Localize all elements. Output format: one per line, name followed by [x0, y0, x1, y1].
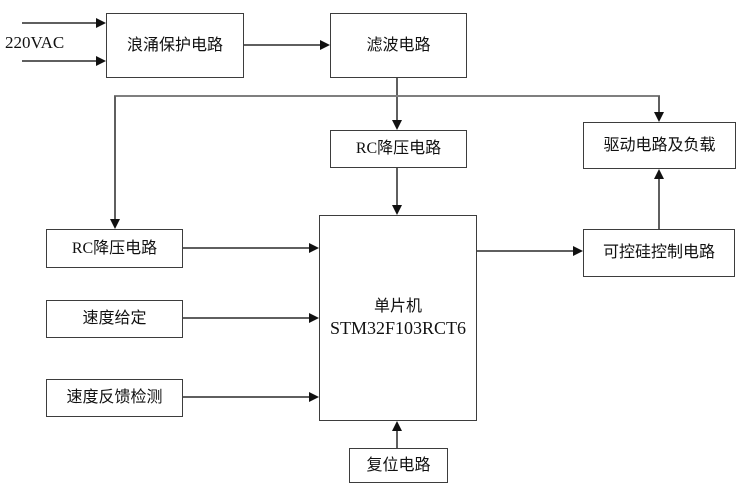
node-label: 速度给定: [82, 310, 147, 327]
arrowhead-right: [320, 40, 330, 50]
arrowhead-right: [573, 246, 583, 256]
connector-scr-to-drive: [658, 178, 660, 229]
arrowhead-up: [392, 421, 402, 431]
arrowhead-right: [96, 56, 106, 66]
node-label: RC降压电路: [71, 239, 158, 257]
connector-rc-top-to-mcu: [396, 168, 398, 205]
node-reset-circuit: 复位电路: [349, 448, 448, 483]
connector-speed-feedback-to-mcu: [183, 396, 309, 398]
node-label: 可控硅控制电路: [602, 244, 715, 261]
node-surge-protection: 浪涌保护电路: [106, 13, 244, 78]
node-label: 滤波电路: [366, 36, 431, 54]
connector-mcu-to-scr: [477, 250, 573, 252]
node-filter-circuit: 滤波电路: [330, 13, 467, 78]
connector-reset-to-mcu: [396, 430, 398, 448]
node-speed-setting: 速度给定: [46, 300, 183, 338]
source-voltage-label: 220VAC: [5, 33, 65, 52]
arrowhead-right: [309, 243, 319, 253]
connector-bus-to-drive: [658, 96, 660, 112]
arrowhead-down: [110, 219, 120, 229]
mcu-label-cn: 单片机: [373, 297, 422, 315]
arrowhead-right: [309, 313, 319, 323]
connector-rc-left-to-mcu: [183, 247, 309, 249]
node-label: 复位电路: [366, 456, 431, 474]
connector-surge-to-filter: [244, 44, 320, 46]
node-label: 驱动电路及负载: [603, 136, 716, 154]
arrowhead-down: [654, 112, 664, 122]
connector-speed-setting-to-mcu: [183, 317, 309, 319]
connector-bus-to-rc-left: [114, 96, 116, 219]
node-scr-control: 可控硅控制电路: [583, 229, 735, 277]
node-rc-stepdown-left: RC降压电路: [46, 229, 183, 268]
input-line-bottom: [22, 60, 96, 62]
node-drive-load: 驱动电路及负载: [583, 122, 736, 169]
node-label: RC降压电路: [355, 140, 442, 157]
node-speed-feedback: 速度反馈检测: [46, 379, 183, 417]
mcu-part-number: STM32F103RCT6: [329, 317, 467, 338]
power-bus-line: [114, 95, 660, 97]
arrowhead-down: [392, 120, 402, 130]
arrowhead-right: [309, 392, 319, 402]
arrowhead-down: [392, 205, 402, 215]
node-label: 速度反馈检测: [66, 389, 163, 406]
arrowhead-up: [654, 169, 664, 179]
node-label: 浪涌保护电路: [126, 36, 223, 54]
connector-filter-to-bus: [396, 78, 398, 122]
node-rc-stepdown-top: RC降压电路: [330, 130, 467, 168]
input-line-top: [22, 22, 96, 24]
arrowhead-right: [96, 18, 106, 28]
node-mcu: 单片机 STM32F103RCT6: [319, 215, 477, 421]
